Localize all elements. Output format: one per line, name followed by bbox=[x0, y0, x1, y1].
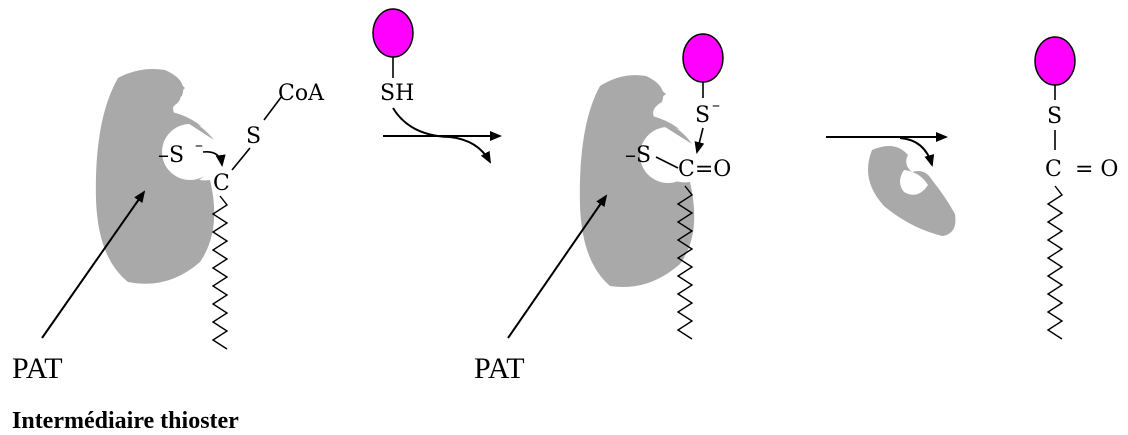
pat-pointer-1 bbox=[41, 190, 146, 339]
carbon-1: C bbox=[213, 171, 230, 196]
substrate-ball-2 bbox=[682, 33, 724, 83]
pat-pointer-2 bbox=[507, 194, 608, 339]
thiolate-1-charge: – bbox=[195, 135, 203, 154]
step-1-complex: –S – C S CoA PAT bbox=[12, 69, 325, 385]
carbonyl-2: C=O bbox=[678, 157, 731, 182]
acyl-chain-2 bbox=[676, 185, 694, 340]
release-arrow-2 bbox=[899, 137, 935, 167]
thiolate-2-charge: – bbox=[712, 95, 720, 114]
substrate-sh: SH bbox=[372, 8, 414, 106]
release-arrow-1 bbox=[392, 107, 491, 164]
product-carbon: C bbox=[1045, 157, 1062, 182]
product: S C = O bbox=[1034, 36, 1118, 340]
acyl-chain-1 bbox=[211, 195, 229, 350]
step-2-complex: S – –S C=O PAT bbox=[474, 33, 731, 385]
sulfur-1: S bbox=[246, 124, 261, 149]
substrate-ball-3 bbox=[1034, 36, 1076, 86]
attack-arrow-2 bbox=[694, 127, 705, 154]
pat-label-1: PAT bbox=[12, 352, 63, 385]
thiolate-2: S bbox=[695, 103, 710, 128]
caption: Intermédiaire thioster bbox=[12, 408, 239, 434]
thiolate-1: –S bbox=[158, 143, 184, 168]
coa-label: CoA bbox=[278, 81, 325, 106]
substrate-ball-1 bbox=[372, 8, 414, 58]
product-oxygen: = O bbox=[1075, 157, 1118, 182]
sh-label: SH bbox=[380, 81, 414, 106]
product-sulfur: S bbox=[1047, 104, 1062, 129]
bound-sulfur: –S bbox=[625, 143, 651, 168]
pat-enzyme-2 bbox=[579, 79, 695, 288]
acyl-chain-3 bbox=[1046, 185, 1064, 340]
attack-arrow-1 bbox=[202, 150, 226, 167]
pat-label-2: PAT bbox=[474, 352, 525, 385]
